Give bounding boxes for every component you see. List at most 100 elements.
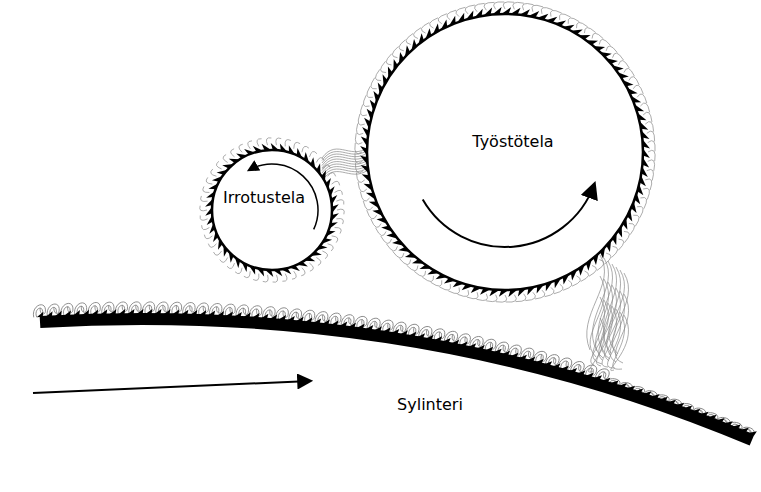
fiber-strand bbox=[599, 39, 610, 45]
fiber-strand bbox=[496, 295, 507, 302]
fiber-curl bbox=[142, 302, 154, 314]
fiber-strand bbox=[648, 150, 655, 161]
fiber-strand bbox=[516, 294, 526, 302]
fiber-strand bbox=[608, 309, 621, 368]
fiber-curl bbox=[196, 303, 209, 316]
roller-name: Työstötela bbox=[472, 132, 553, 151]
fiber-strand bbox=[648, 141, 655, 152]
fiber-strand bbox=[591, 300, 609, 365]
fiber-strand bbox=[590, 276, 604, 357]
fiber-strand bbox=[613, 312, 625, 369]
fiber-strand bbox=[612, 246, 618, 257]
fiber-strand bbox=[588, 318, 604, 372]
fiber-strand bbox=[355, 153, 362, 164]
fiber-strand bbox=[227, 263, 234, 268]
fiber-strand bbox=[335, 190, 343, 194]
fiber-strand bbox=[273, 275, 278, 282]
fiber-strand bbox=[376, 228, 387, 236]
fiber-curl bbox=[275, 307, 288, 320]
fiber-strand bbox=[239, 144, 243, 152]
fiber-curl bbox=[88, 302, 101, 315]
fiber-strand bbox=[328, 244, 334, 251]
fiber-strand bbox=[235, 268, 242, 274]
fiber-strand bbox=[584, 28, 595, 34]
fiber-strand bbox=[629, 223, 635, 234]
fiber-strand bbox=[223, 155, 228, 163]
fiber-curl bbox=[169, 302, 182, 314]
fiber-strand bbox=[244, 271, 250, 277]
fiber-strand bbox=[276, 138, 281, 145]
fiber-strand bbox=[220, 258, 228, 263]
fiber-strand bbox=[643, 112, 652, 122]
cylinder-band bbox=[40, 319, 752, 440]
fiber-strand bbox=[503, 2, 514, 9]
fiber-strand bbox=[381, 61, 387, 72]
fiber-curl bbox=[115, 302, 127, 314]
fiber-strand bbox=[316, 258, 321, 266]
fiber-strand bbox=[525, 292, 535, 300]
fiber-strand bbox=[422, 276, 433, 282]
fiber-strand bbox=[332, 181, 340, 185]
fiber-strand bbox=[375, 69, 381, 80]
fiber-strand bbox=[263, 275, 268, 282]
fiber-strand bbox=[624, 68, 635, 76]
fiber-strand bbox=[322, 251, 327, 259]
fiber-strand bbox=[309, 263, 313, 271]
fiber-strand bbox=[399, 40, 406, 51]
fiber-strand bbox=[597, 260, 604, 271]
fiber-strand bbox=[355, 163, 363, 173]
fiber-strand bbox=[645, 122, 653, 132]
fiber-strand bbox=[294, 142, 300, 148]
fiber-strand bbox=[200, 216, 208, 221]
fiber-strand bbox=[606, 46, 617, 53]
fiber-strand bbox=[202, 225, 210, 229]
roller-name: Irrotustela bbox=[223, 188, 305, 207]
fiber-strand bbox=[421, 23, 429, 34]
fiber-strand bbox=[285, 140, 291, 147]
fiber-strand bbox=[201, 196, 208, 202]
fiber-strand bbox=[535, 290, 545, 299]
fiber-curl bbox=[223, 304, 236, 317]
roller-body bbox=[367, 14, 643, 290]
fiber-strand bbox=[231, 149, 235, 157]
fiber-strand bbox=[400, 259, 411, 265]
roller-outline bbox=[353, 0, 657, 304]
fiber-strand bbox=[282, 274, 287, 282]
fiber-strand bbox=[336, 200, 344, 205]
fiber-strand bbox=[465, 5, 475, 14]
fiber-strand bbox=[613, 53, 624, 60]
fiber-strand bbox=[206, 177, 212, 184]
rotation-arrow bbox=[33, 381, 310, 393]
roller-circle: Työstötela bbox=[353, 0, 657, 304]
part-label: Sylinteri bbox=[397, 395, 463, 414]
fiber-strand bbox=[211, 169, 217, 176]
fiber-strand bbox=[381, 236, 392, 243]
fiber-strand bbox=[302, 146, 309, 152]
fiber-strand bbox=[605, 253, 612, 264]
fiber-strand bbox=[618, 239, 623, 250]
fiber-strand bbox=[611, 315, 629, 371]
fiber-strand bbox=[358, 182, 367, 192]
fiber-strand bbox=[203, 186, 210, 192]
fiber-strand bbox=[292, 271, 296, 279]
fiber-strand bbox=[414, 271, 425, 277]
fiber-strand bbox=[592, 33, 603, 38]
roller-circle: Irrotustela bbox=[198, 136, 346, 284]
fiber-strand bbox=[316, 158, 324, 163]
fiber-strand bbox=[407, 265, 418, 270]
fiber-strand bbox=[647, 131, 655, 141]
fiber-strand bbox=[208, 244, 216, 248]
fiber-strand bbox=[322, 165, 330, 169]
fiber-strand bbox=[413, 28, 420, 39]
roller-outline bbox=[198, 136, 346, 284]
fiber-strand bbox=[336, 219, 343, 225]
fiber-strand bbox=[506, 295, 517, 302]
fiber-strand bbox=[335, 228, 342, 234]
fiber-strand bbox=[494, 2, 505, 9]
fiber-strand bbox=[257, 139, 262, 147]
fiber-strand bbox=[393, 252, 404, 259]
fiber-strand bbox=[214, 251, 222, 255]
roller-body bbox=[212, 150, 332, 270]
